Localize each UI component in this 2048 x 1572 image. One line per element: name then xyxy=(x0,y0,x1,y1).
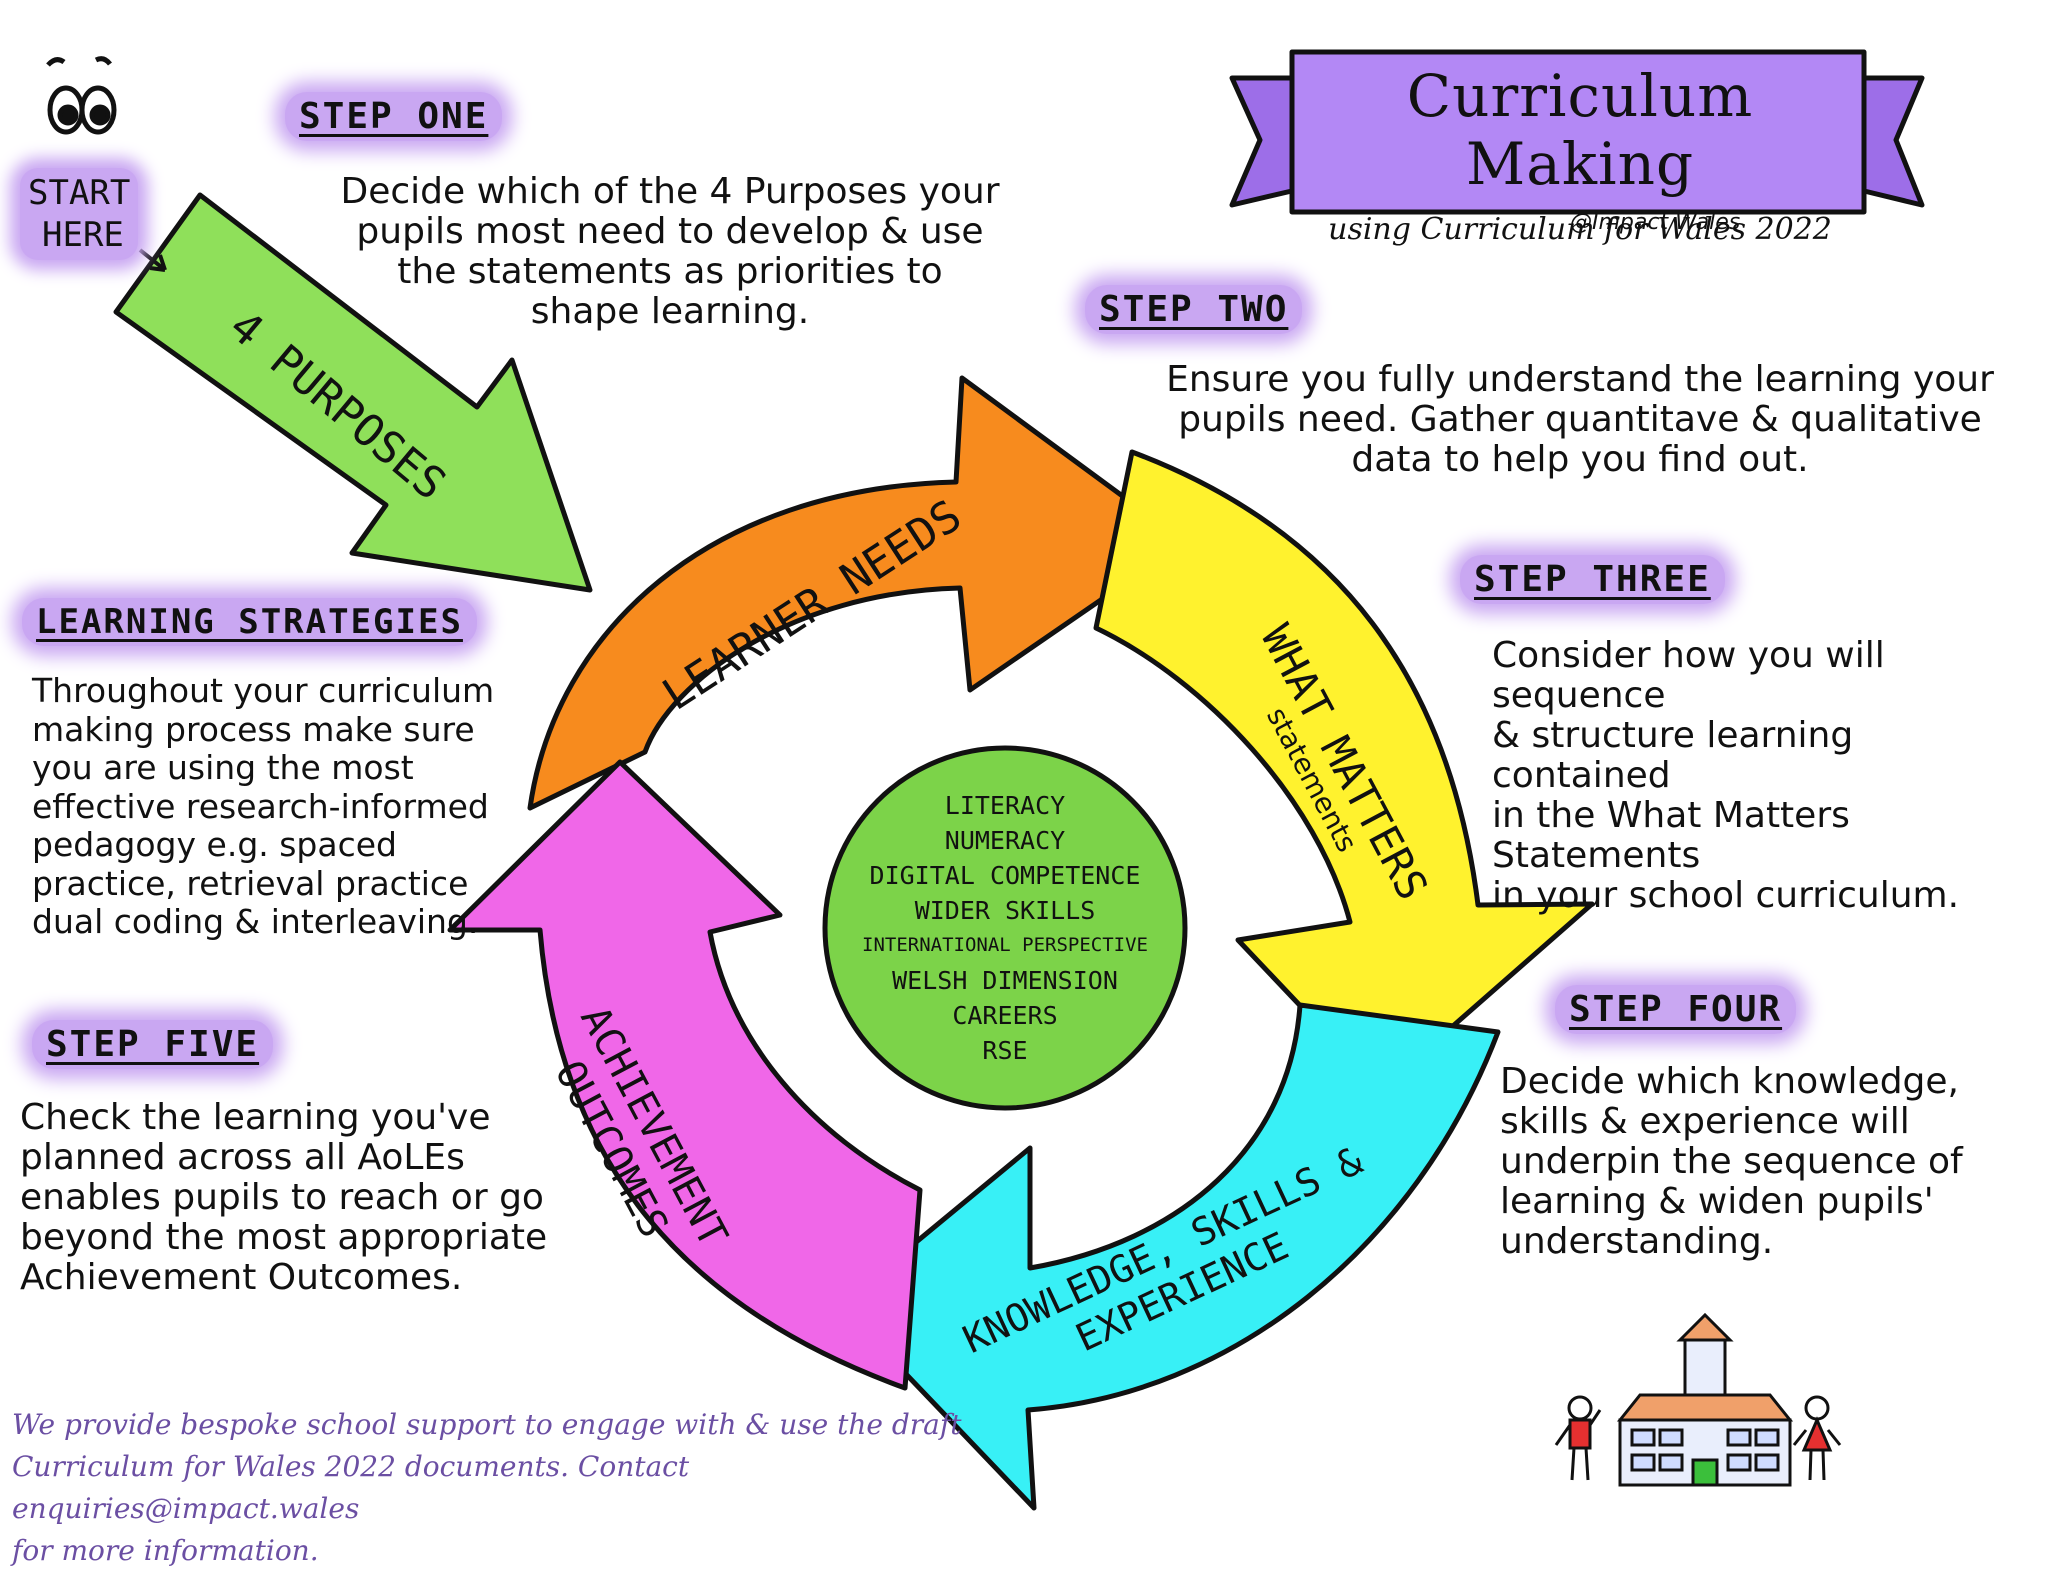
center-item: DIGITAL COMPETENCE xyxy=(869,861,1141,890)
pupil-right-icon xyxy=(1792,1395,1842,1481)
step-four-text: Decide which knowledge, skills & experie… xyxy=(1500,1061,1963,1262)
center-item: NUMERACY xyxy=(944,826,1066,855)
knowledge-skills-arrow xyxy=(837,1002,1501,1511)
start-pointer-arrow xyxy=(138,248,167,272)
curriculum-cycle-diagram xyxy=(46,49,1925,1511)
step-three-text: Consider how you will sequence & structu… xyxy=(1492,635,1960,916)
step-two-text: Ensure you fully understand the learning… xyxy=(1166,359,1994,480)
center-item: WIDER SKILLS xyxy=(914,896,1096,925)
step-one-title: STEP ONE xyxy=(285,92,503,141)
center-item: INTERNATIONAL PERSPECTIVE xyxy=(862,934,1148,956)
pupil-left-icon xyxy=(1554,1395,1602,1481)
achievement-outcomes-arrow xyxy=(447,759,923,1391)
step-two-title: STEP TWO xyxy=(1085,285,1303,334)
title-banner xyxy=(1229,49,1925,215)
step-four-title: STEP FOUR xyxy=(1555,985,1797,1034)
center-item: WELSH DIMENSION xyxy=(892,966,1118,995)
step-five-text: Check the learning you've planned across… xyxy=(20,1097,548,1298)
learning-strategies-text: Throughout your curriculum making proces… xyxy=(32,671,495,941)
school-icon xyxy=(1616,1312,1794,1487)
footer-note: We provide bespoke school support to eng… xyxy=(12,1408,962,1567)
page-subtitle: using Curriculum for Wales 2022 xyxy=(1328,212,1832,247)
eyes-icon xyxy=(46,56,117,135)
center-list: LITERACY NUMERACY DIGITAL COMPETENCE WID… xyxy=(832,788,1178,1068)
author-handle: @Impact Wales xyxy=(1570,210,1741,235)
learner-needs-arrow xyxy=(527,375,1188,811)
center-circle xyxy=(822,745,1188,1111)
step-five-title: STEP FIVE xyxy=(32,1020,274,1069)
step-three-title: STEP THREE xyxy=(1460,555,1725,604)
center-item: CAREERS xyxy=(952,1001,1058,1030)
start-here-label: START HERE xyxy=(20,168,139,260)
learning-strategies-title: LEARNING STRATEGIES xyxy=(22,598,477,646)
page-title: Curriculum Making xyxy=(1406,62,1754,198)
center-item: LITERACY xyxy=(944,791,1066,820)
center-item: RSE xyxy=(982,1036,1028,1065)
what-matters-arrow xyxy=(1093,449,1595,1093)
purposes-arrow xyxy=(113,192,593,593)
step-one-text: Decide which of the 4 Purposes your pupi… xyxy=(340,171,1000,332)
